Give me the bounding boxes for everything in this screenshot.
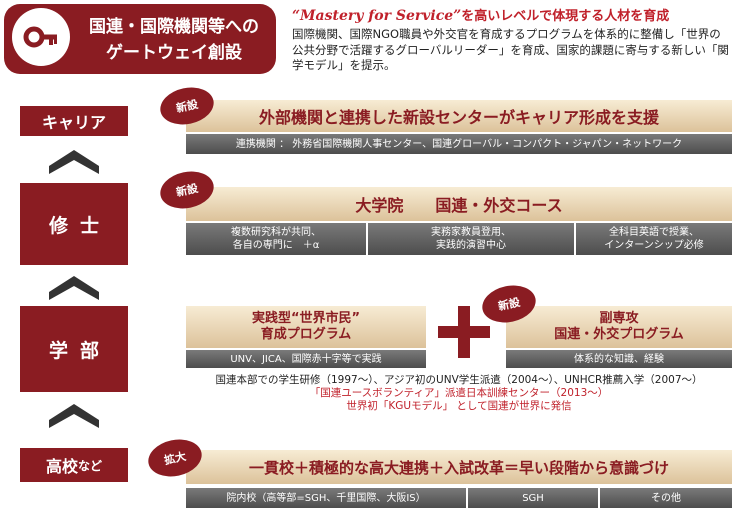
chevron-up-icon	[49, 404, 99, 428]
key-icon-circle	[12, 8, 70, 66]
key-icon	[23, 26, 57, 48]
highschool-item: SGH	[468, 488, 598, 508]
chevron-up-icon	[49, 150, 99, 174]
undergrad-practice-sub: UNV、JICA、国際赤十字等で実践	[186, 350, 426, 368]
mission-statement: “Mastery for Service”を高いレベルで体現する人材を育成	[292, 8, 670, 24]
master-headline: 大学院 国連・外交コース	[186, 187, 732, 221]
undergrad-minor-sub: 体系的な知識、経験	[506, 350, 732, 368]
header-badge: 国連・国際機関等への ゲートウェイ創設	[4, 4, 276, 74]
undergrad-practice-program: 実践型“世界市民”育成プログラム	[186, 306, 426, 348]
plus-icon	[438, 306, 490, 358]
highschool-item: その他	[600, 488, 732, 508]
stage-career: キャリア	[20, 106, 128, 136]
master-feature: 実務家教員登用、実践的演習中心	[368, 223, 574, 255]
master-feature: 複数研究科が共同、各自の専門に ＋α	[186, 223, 366, 255]
career-partners: 連携機関 ： 外務省国際機関人事センター、国連グローバル・コンパクト・ジャパン・…	[186, 134, 732, 154]
stage-master: 修士	[20, 183, 128, 265]
career-headline: 外部機関と連携した新設センターがキャリア形成を支援	[186, 100, 732, 132]
intro-text: 国際機関、国際NGO職員や外交官を育成するプログラムを体系的に整備し「世界の公共…	[292, 27, 729, 72]
stage-highschool: 高校など	[20, 448, 128, 482]
chevron-up-icon	[49, 276, 99, 300]
stage-undergrad: 学部	[20, 306, 128, 392]
undergrad-notes: 国連本部での学生研修（1997～）、アジア初のUNV学生派遣（2004～）、UN…	[215, 374, 703, 412]
page-title: 国連・国際機関等への ゲートウェイ創設	[89, 17, 259, 63]
highschool-item: 院内校（高等部=SGH、千里国際、大阪IS）	[186, 488, 466, 508]
master-feature: 全科目英語で授業、インターンシップ必修	[576, 223, 732, 255]
highschool-headline: 一貫校＋積極的な高大連携＋入試改革＝早い段階から意識づけ	[186, 450, 732, 484]
undergrad-minor-program: 副専攻国連・外交プログラム	[506, 306, 732, 348]
